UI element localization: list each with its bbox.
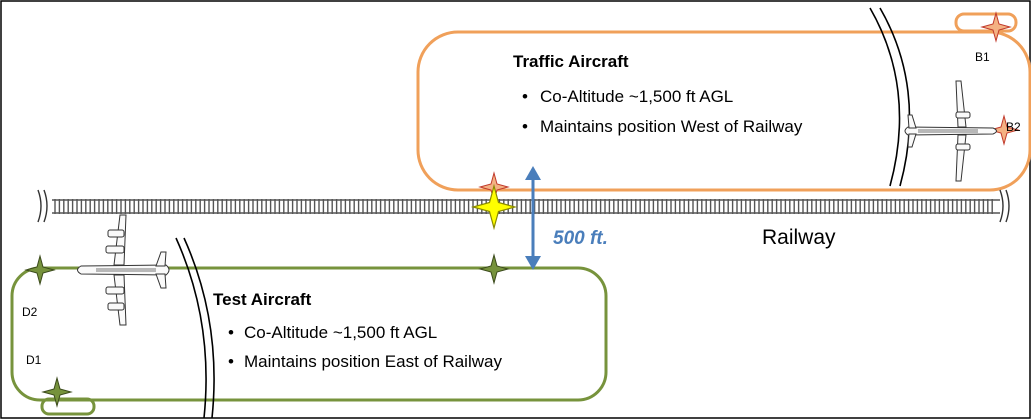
separation-label: 500 ft. (553, 228, 608, 249)
distance-break-right-a (879, 7, 911, 187)
test-aircraft-title: Test Aircraft (213, 290, 312, 309)
waypoint-label-d1: D1 (26, 353, 42, 367)
d1-turn-loop (40, 397, 96, 416)
test-airplane-icon (77, 214, 170, 326)
railway-label: Railway (762, 226, 836, 249)
test-bullet-position: Maintains position East of Railway (244, 352, 502, 371)
waypoint-label-b1: B1 (975, 50, 990, 64)
traffic-bullet-position: Maintains position West of Railway (540, 117, 803, 136)
waypoint-label-b2: B2 (1006, 120, 1021, 134)
waypoint-label-d2: D2 (22, 305, 38, 319)
traffic-bullet-icon-2: • (522, 117, 528, 136)
traffic-airplane-icon (904, 80, 997, 182)
traffic-route-loop (416, 30, 1031, 192)
railway-track (37, 189, 1010, 223)
traffic-aircraft-title: Traffic Aircraft (513, 52, 629, 71)
traffic-bullet-altitude: Co-Altitude ~1,500 ft AGL (540, 87, 733, 106)
distance-break-right-b (869, 7, 901, 187)
test-route-loop (10, 266, 608, 402)
separation-arrow (525, 166, 541, 270)
traffic-bullet-icon-1: • (522, 87, 528, 106)
test-bullet-altitude: Co-Altitude ~1,500 ft AGL (244, 323, 437, 342)
test-bullet-icon-1: • (228, 323, 234, 342)
distance-break-left-a (183, 237, 215, 419)
b1-turn-loop (954, 12, 1018, 33)
distance-break-left-b (175, 237, 207, 419)
test-bullet-icon-2: • (228, 352, 234, 371)
